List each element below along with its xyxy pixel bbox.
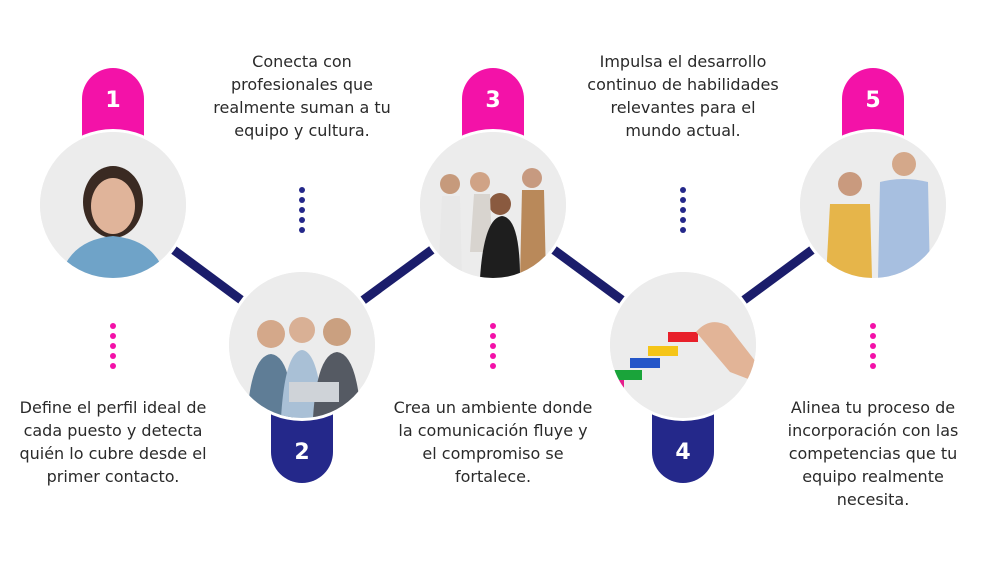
step-5-badge: 5 <box>842 68 904 138</box>
step-3-photo <box>420 132 566 278</box>
step-4-photo <box>610 272 756 418</box>
step-2-text: Conecta con profesionales que realmente … <box>213 52 391 140</box>
step-5-dots <box>870 323 876 369</box>
step-number: 2 <box>294 440 310 465</box>
step-1-photo <box>40 132 186 278</box>
step-5-text: Alinea tu proceso de incorporación con l… <box>787 398 959 509</box>
step-3-badge: 3 <box>462 68 524 138</box>
step-3-text: Crea un ambiente donde la comunicación f… <box>393 398 593 486</box>
step-number: 4 <box>675 440 691 465</box>
step-3-dots <box>490 323 496 369</box>
step-number: 5 <box>865 88 881 113</box>
step-number: 3 <box>485 88 501 113</box>
step-4-badge: 4 <box>652 413 714 483</box>
step-2-photo <box>229 272 375 418</box>
step-1-dots <box>110 323 116 369</box>
step-1-badge: 1 <box>82 68 144 138</box>
step-2-dots <box>299 187 305 233</box>
step-2-badge: 2 <box>271 413 333 483</box>
step-number: 1 <box>105 88 121 113</box>
step-4-text: Impulsa el desarrollo continuo de habili… <box>587 52 779 140</box>
step-4-dots <box>680 187 686 233</box>
step-5-photo <box>800 132 946 278</box>
step-1-text: Define el perfil ideal de cada puesto y … <box>19 398 207 486</box>
